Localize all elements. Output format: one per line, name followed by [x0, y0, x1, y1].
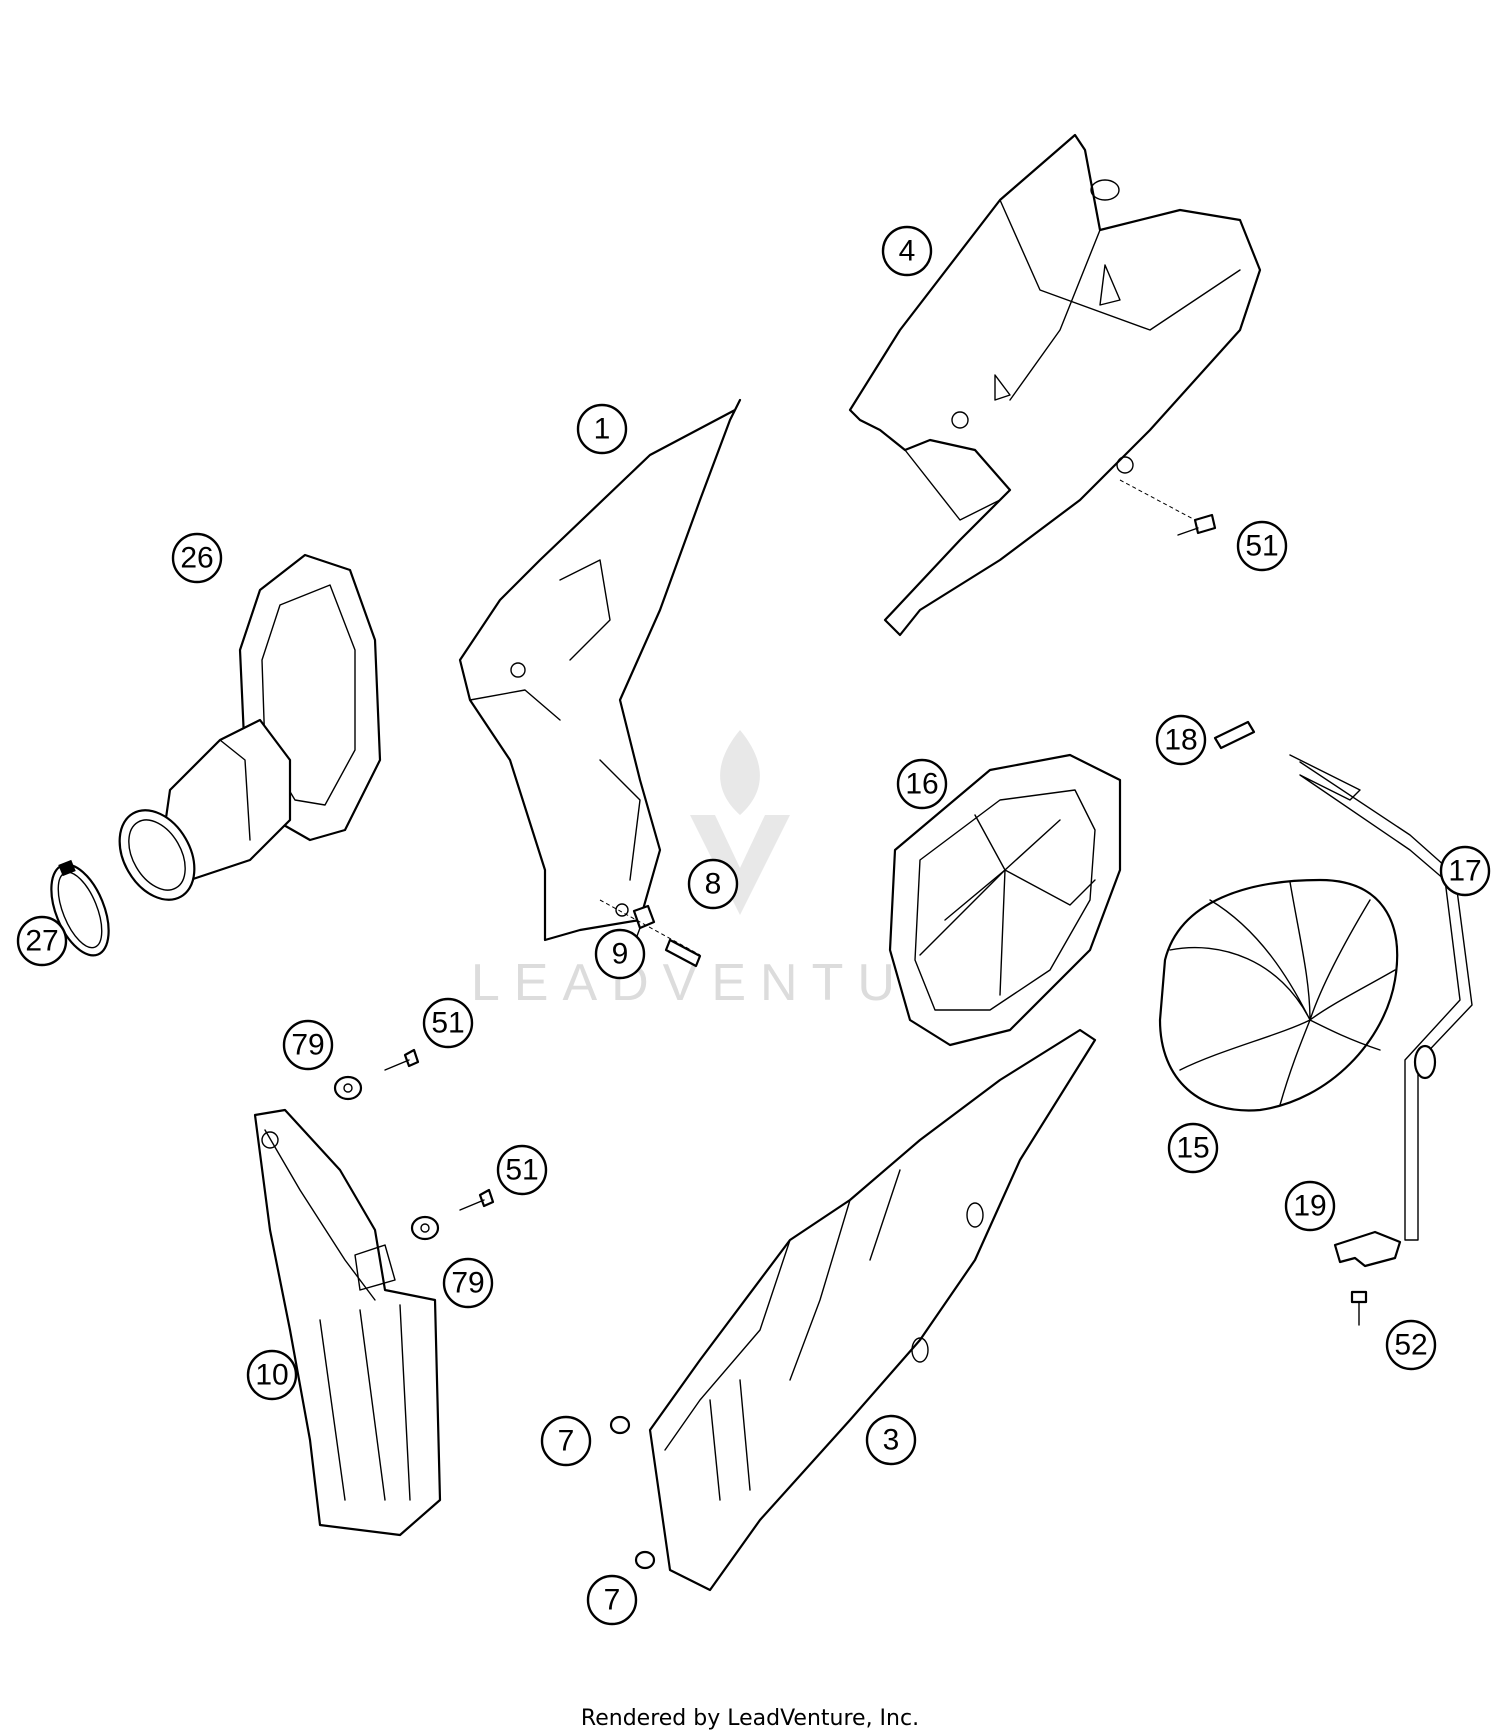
callout-19: 19 [1284, 1180, 1336, 1232]
callout-27: 27 [16, 915, 68, 967]
callout-79-upper: 79 [282, 1019, 334, 1071]
svg-text:17: 17 [1448, 855, 1481, 888]
flame-logo-icon [720, 730, 760, 815]
part-4-shroud [848, 133, 1262, 637]
svg-text:4: 4 [899, 235, 916, 268]
part-3-side-cover [648, 1028, 1097, 1592]
footer-credit: Rendered by LeadVenture, Inc. [581, 1706, 919, 1731]
svg-text:8: 8 [705, 868, 722, 901]
part-19-bracket [1333, 1230, 1402, 1268]
svg-text:19: 19 [1293, 1190, 1326, 1223]
callout-79-lower: 79 [442, 1257, 494, 1309]
callout-10: 10 [246, 1349, 298, 1401]
part-79-51-hardware [333, 1048, 495, 1241]
callout-7-upper: 7 [540, 1415, 592, 1467]
svg-text:26: 26 [180, 542, 213, 575]
part-52-screw [1350, 1290, 1368, 1326]
svg-text:51: 51 [505, 1154, 538, 1187]
svg-text:79: 79 [291, 1029, 324, 1062]
callout-51-middle: 51 [422, 997, 474, 1049]
svg-text:9: 9 [612, 938, 629, 971]
svg-text:27: 27 [25, 925, 58, 958]
svg-text:16: 16 [905, 768, 938, 801]
svg-text:18: 18 [1164, 724, 1197, 757]
callout-1: 1 [576, 403, 628, 455]
part-51-screw-upper [1119, 479, 1217, 536]
svg-text:51: 51 [1245, 530, 1278, 563]
svg-text:51: 51 [431, 1007, 464, 1040]
callout-52: 52 [1385, 1319, 1437, 1371]
svg-text:7: 7 [558, 1425, 575, 1458]
part-17-retaining-wire [1289, 754, 1473, 1241]
part-15-air-filter [1158, 878, 1399, 1112]
callout-18: 18 [1155, 714, 1207, 766]
svg-text:10: 10 [255, 1359, 288, 1392]
svg-text:15: 15 [1176, 1132, 1209, 1165]
callout-26: 26 [171, 532, 223, 584]
part-1-side-panel [458, 398, 742, 942]
callout-9: 9 [594, 928, 646, 980]
callout-51-lower: 51 [496, 1144, 548, 1196]
callout-17: 17 [1439, 845, 1491, 897]
part-18-pin [1213, 720, 1256, 750]
callout-51-top: 51 [1236, 520, 1288, 572]
callout-8: 8 [687, 858, 739, 910]
part-16-filter-cage [888, 753, 1122, 1047]
callout-16: 16 [896, 758, 948, 810]
svg-text:52: 52 [1394, 1329, 1427, 1362]
callout-3: 3 [865, 1414, 917, 1466]
callout-15: 15 [1167, 1122, 1219, 1174]
callout-4: 4 [881, 225, 933, 277]
svg-text:1: 1 [594, 413, 611, 446]
part-7-grommets [609, 1415, 656, 1570]
part-26-airbox-boot [118, 553, 382, 901]
svg-text:7: 7 [604, 1584, 621, 1617]
svg-text:3: 3 [883, 1424, 900, 1457]
part-10-air-scoop [253, 1108, 442, 1537]
v-logo-icon [690, 815, 790, 915]
svg-text:79: 79 [451, 1267, 484, 1300]
callout-7-lower: 7 [586, 1574, 638, 1626]
